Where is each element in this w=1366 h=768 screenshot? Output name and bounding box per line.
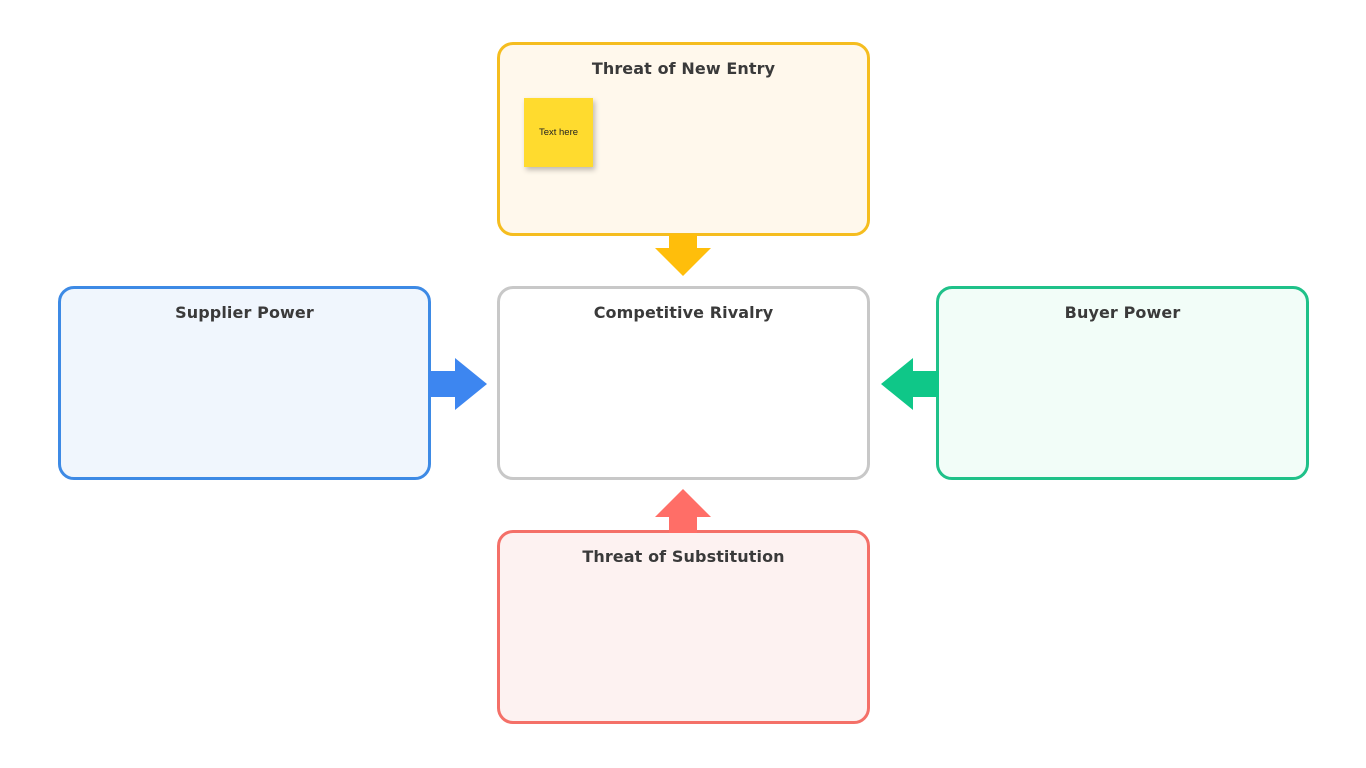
arrow-left-icon [881, 358, 939, 410]
arrow-up-icon [655, 489, 711, 533]
threat-of-new-entry-title: Threat of New Entry [591, 59, 776, 78]
sticky-note[interactable]: Text here [524, 98, 593, 167]
threat-of-substitution-title: Threat of Substitution [582, 547, 785, 566]
arrow-right-icon [429, 358, 487, 410]
buyer-power-box[interactable]: Buyer Power [936, 286, 1309, 480]
threat-of-substitution-box[interactable]: Threat of Substitution [497, 530, 870, 724]
supplier-power-title: Supplier Power [175, 303, 314, 322]
buyer-power-title: Buyer Power [1064, 303, 1181, 322]
competitive-rivalry-title: Competitive Rivalry [593, 303, 774, 322]
supplier-power-box[interactable]: Supplier Power [58, 286, 431, 480]
competitive-rivalry-box[interactable]: Competitive Rivalry [497, 286, 870, 480]
arrow-down-icon [655, 234, 711, 276]
